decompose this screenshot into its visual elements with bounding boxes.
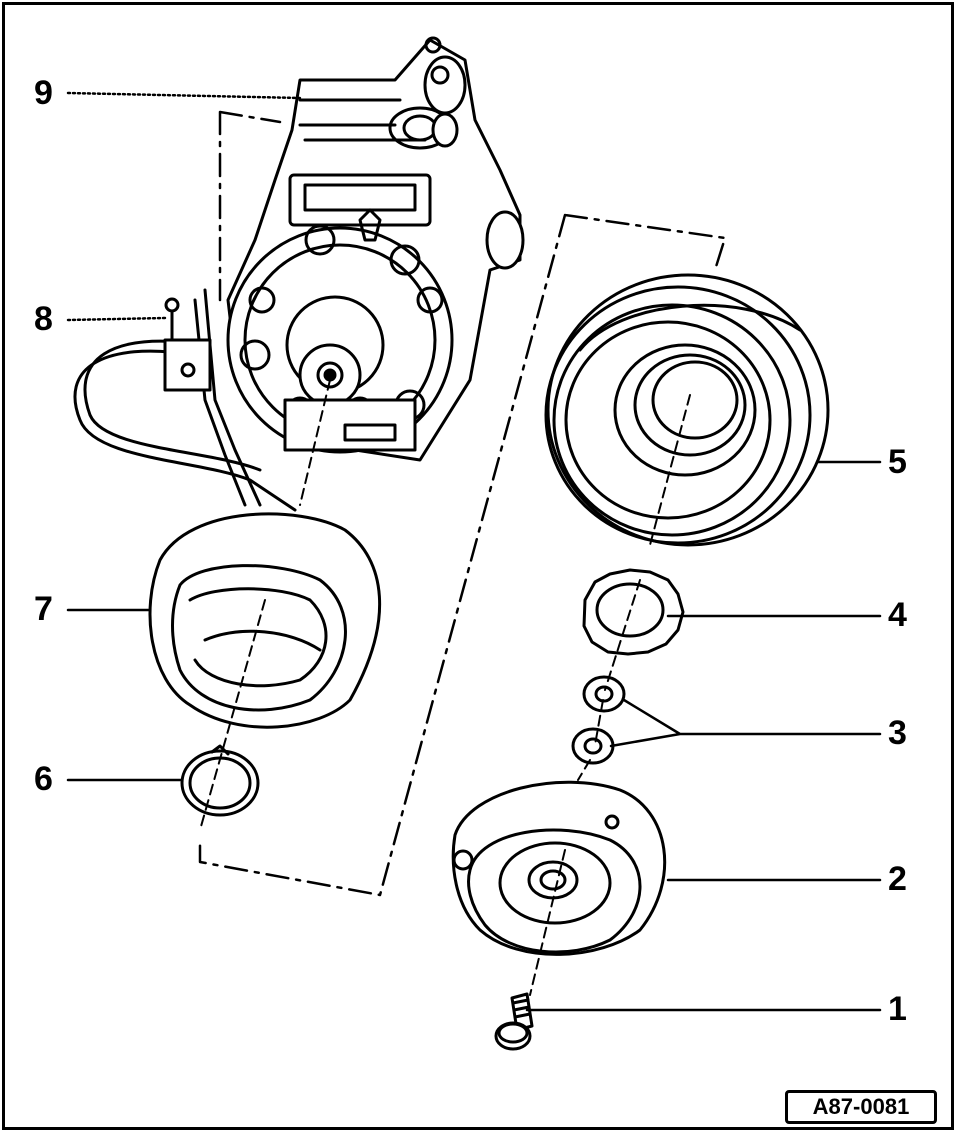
- callout-9: 9: [34, 74, 53, 112]
- figure-reference-code: A87-0081: [785, 1090, 937, 1124]
- wiring-harness: [73, 288, 297, 512]
- leader-line-8: [66, 316, 167, 322]
- leader-line-3: [609, 698, 882, 748]
- assembly-boundary-line: [198, 110, 727, 897]
- callout-5: 5: [888, 443, 907, 481]
- assembly-axis-line: [199, 379, 691, 996]
- magnetic-coil: [148, 512, 382, 729]
- pressure-plate: [451, 780, 667, 956]
- leader-lines: [66, 91, 882, 1012]
- bolt: [494, 992, 534, 1051]
- callout-6: 6: [34, 760, 53, 798]
- callout-8: 8: [34, 300, 53, 338]
- callout-1: 1: [888, 990, 907, 1028]
- shims: [571, 675, 626, 765]
- callout-2: 2: [888, 860, 907, 898]
- belt-pulley: [544, 273, 830, 547]
- compressor-body: [226, 36, 525, 462]
- callout-7: 7: [34, 590, 53, 628]
- callout-4: 4: [888, 596, 907, 634]
- callout-3: 3: [888, 714, 907, 752]
- leader-line-9: [66, 91, 302, 100]
- lock-washer: [582, 568, 685, 656]
